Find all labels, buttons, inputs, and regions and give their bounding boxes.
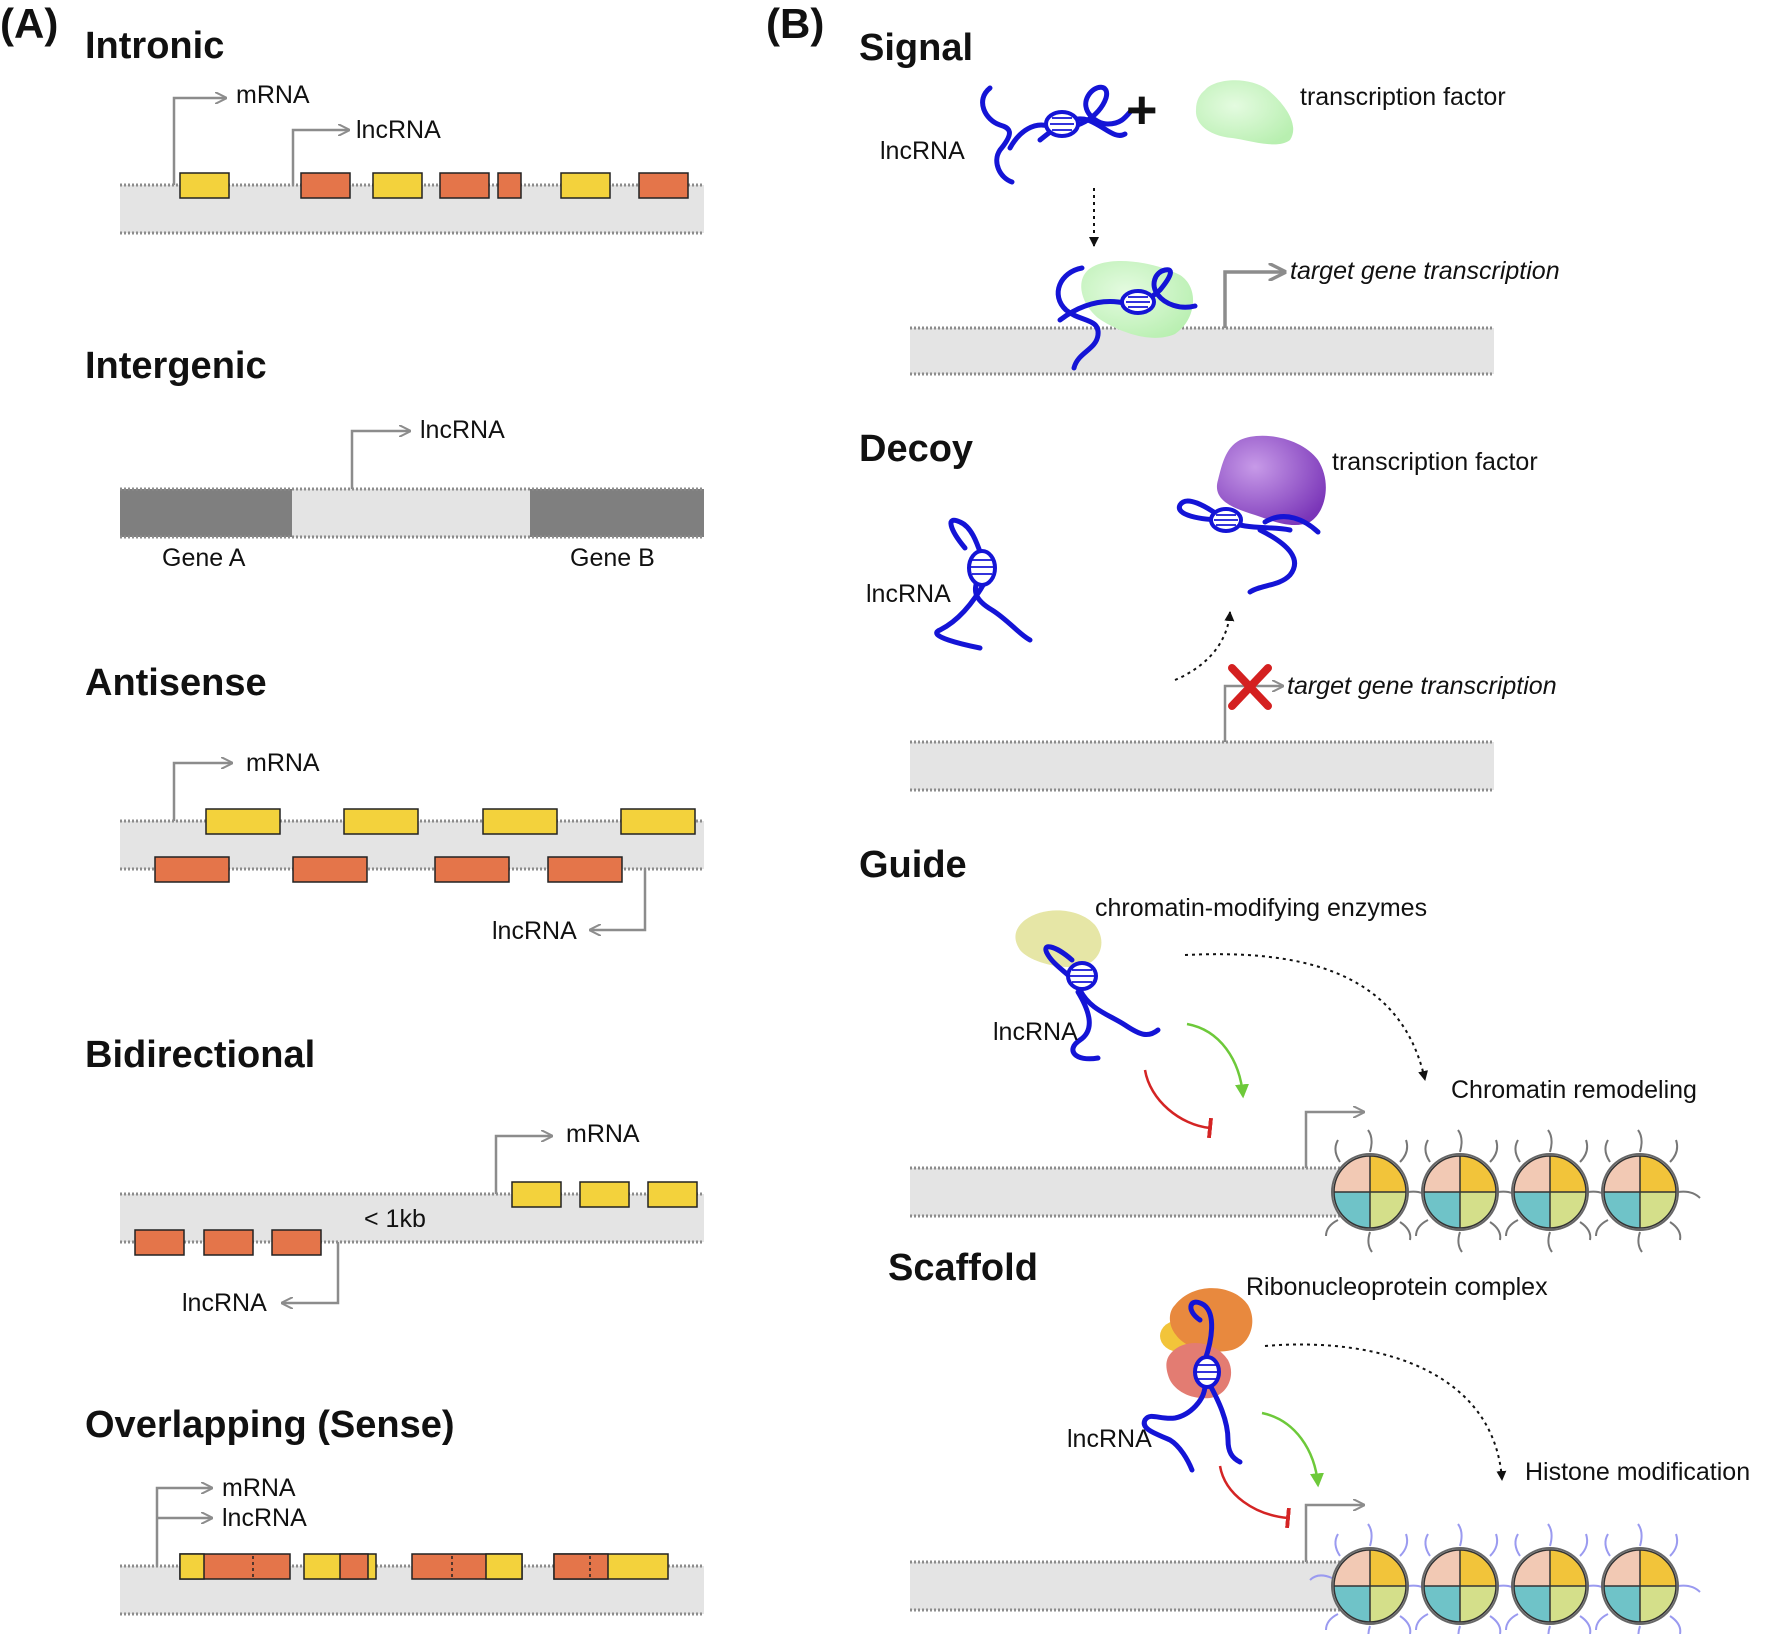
promoter-arrow	[1304, 1112, 1364, 1168]
target-label: target gene transcription	[1290, 257, 1560, 285]
enzyme-blob	[1015, 910, 1102, 968]
intronic-section: Intronic mRNA lncRNA	[85, 25, 704, 235]
transcription-factor-blob	[1216, 435, 1326, 525]
dotted-arrow	[1174, 611, 1235, 681]
antisense-section: Antisense mRNA lncRNA	[85, 662, 704, 945]
signal-section: Signal lncRNA + transcription factor tar…	[859, 27, 1560, 376]
gene-b-block	[530, 489, 704, 537]
bidirectional-section: Bidirectional mRNA < 1kb lncRNA	[85, 1034, 704, 1317]
target-label: target gene transcription	[1287, 672, 1557, 700]
lncrna-molecule	[1141, 1299, 1243, 1473]
intronic-title: Intronic	[85, 25, 224, 67]
promoter-arrow	[172, 763, 232, 821]
lncrna-molecule	[1055, 265, 1198, 371]
lncrna-label: lncRNA	[182, 1289, 267, 1317]
intergenic-section: Intergenic lncRNA Gene A Gene B	[85, 345, 704, 572]
scaffold-title: Scaffold	[888, 1247, 1038, 1289]
guide-section: Guide chromatin-modifying enzymes lncRNA…	[859, 844, 1701, 1253]
outcome-label: Histone modification	[1525, 1458, 1750, 1486]
signal-title: Signal	[859, 27, 973, 69]
dna-strand	[910, 1166, 1350, 1218]
promoter-arrow	[291, 130, 349, 185]
tf-label: transcription factor	[1332, 448, 1538, 476]
overlapping-title: Overlapping (Sense)	[85, 1404, 455, 1446]
plus-sign: +	[1126, 80, 1158, 140]
nucleosome	[1595, 1523, 1701, 1634]
nucleosome	[1505, 1129, 1611, 1253]
outcome-label: Chromatin remodeling	[1451, 1076, 1697, 1104]
promoter-arrow	[590, 869, 647, 930]
decoy-title: Decoy	[859, 428, 973, 470]
tf-label: transcription factor	[1300, 83, 1506, 111]
nucleosome	[1415, 1129, 1521, 1253]
promoter-arrow	[350, 431, 410, 489]
blocked-cross-icon	[1228, 664, 1272, 710]
mrna-label: mRNA	[566, 1120, 640, 1148]
dotted-arrow	[1184, 953, 1428, 1081]
gene-a-block	[120, 489, 292, 537]
lncrna-molecule	[1176, 498, 1321, 595]
nucleosome	[1595, 1129, 1701, 1253]
decoy-section: Decoy lncRNA transcription factor t	[859, 428, 1557, 792]
promoter-arrow	[172, 98, 226, 185]
dotted-arrow	[1264, 1343, 1507, 1481]
activation-arrow	[1186, 1022, 1250, 1099]
mrna-label: mRNA	[246, 749, 320, 777]
mrna-label: mRNA	[236, 81, 310, 109]
inhibition-arrow	[1143, 1069, 1213, 1139]
exon	[134, 1181, 698, 1256]
nucleosome	[1325, 1129, 1431, 1253]
panel-a-label: (A)	[0, 0, 58, 47]
nucleosome	[1505, 1523, 1611, 1634]
promoter-arrow	[1304, 1505, 1364, 1562]
gene-a-label: Gene A	[162, 544, 246, 572]
enzymes-label: chromatin-modifying enzymes	[1095, 894, 1427, 922]
lncrna-label: lncRNA	[356, 116, 441, 144]
gene-b-label: Gene B	[570, 544, 655, 572]
inhibition-arrow	[1218, 1465, 1291, 1529]
activation-arrow	[1261, 1411, 1324, 1488]
nucleosome	[1415, 1523, 1521, 1634]
promoter-arrow	[282, 1242, 340, 1303]
scaffold-section: Scaffold Ribonucleoprotein complex lncRN…	[888, 1247, 1750, 1634]
dna-strand	[910, 740, 1494, 792]
complex-label: Ribonucleoprotein complex	[1246, 1273, 1548, 1301]
bidirectional-title: Bidirectional	[85, 1034, 315, 1076]
lncrna-molecule	[980, 84, 1133, 185]
promoter-arrow	[1223, 272, 1284, 328]
nucleosome	[1309, 1523, 1431, 1634]
lncrna-label: lncRNA	[222, 1504, 307, 1532]
lncrna-molecule	[1043, 944, 1161, 1062]
exon	[179, 172, 689, 199]
lncrna-label: lncRNA	[866, 580, 951, 608]
exon	[179, 1553, 669, 1580]
intergenic-title: Intergenic	[85, 345, 267, 387]
lncrna-molecule	[934, 517, 1033, 651]
promoter-arrow	[155, 1488, 212, 1566]
promoter-arrow	[494, 1136, 552, 1194]
guide-title: Guide	[859, 844, 967, 886]
overlapping-section: Overlapping (Sense) mRNA lncRNA	[85, 1404, 704, 1616]
distance-label: < 1kb	[364, 1205, 426, 1233]
dna-strand	[910, 326, 1494, 376]
lncrna-label: lncRNA	[492, 917, 577, 945]
lncrna-label: lncRNA	[993, 1018, 1078, 1046]
lncrna-label: lncRNA	[420, 416, 505, 444]
dna-strand	[910, 1560, 1350, 1612]
promoter-arrow	[1223, 686, 1283, 742]
antisense-title: Antisense	[85, 662, 267, 704]
panel-b-label: (B)	[766, 0, 824, 47]
transcription-factor-blob	[1195, 80, 1294, 145]
lncrna-label: lncRNA	[1067, 1425, 1152, 1453]
nucleosome-array	[1325, 1129, 1701, 1253]
lncrna-label: lncRNA	[880, 137, 965, 165]
mrna-label: mRNA	[222, 1474, 296, 1502]
nucleosome-array	[1309, 1523, 1701, 1634]
exon	[154, 808, 696, 883]
